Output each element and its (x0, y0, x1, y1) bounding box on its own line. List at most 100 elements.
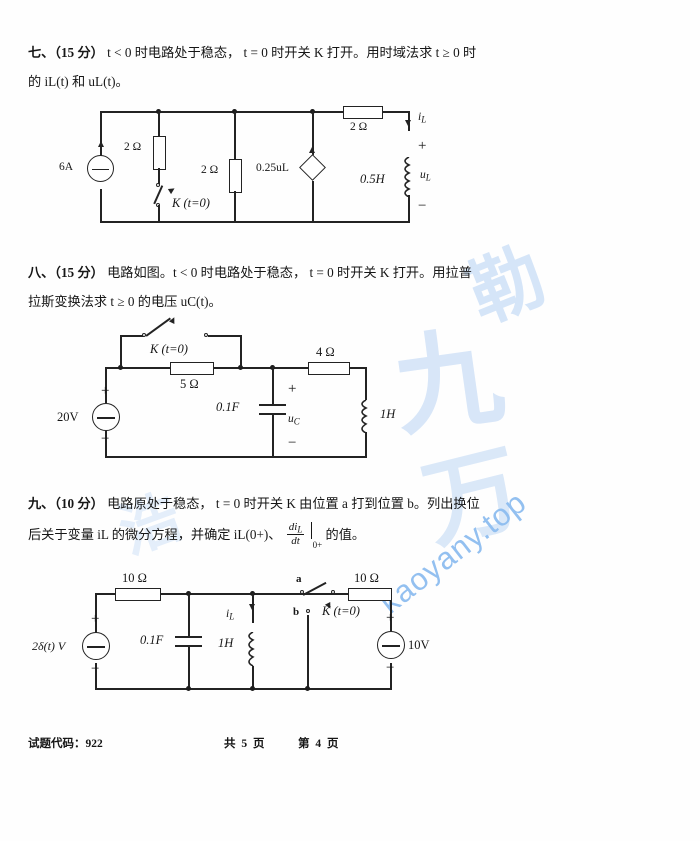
label-resistor-10ohm-left: 10 Ω (122, 571, 147, 585)
circuit-diagram-2: + − 20V 5 Ω K (t=0) (57, 310, 460, 460)
question-9-line-2a: 后关于变量 iL 的微分方程，并确定 iL(0+)、 (28, 527, 282, 542)
circuit-diagram-1: 6A 2 Ω K (t=0) 2 Ω (59, 95, 480, 225)
wire-top (100, 111, 410, 113)
wire-r1-top (158, 111, 160, 136)
resistor-2ohm-left (152, 136, 166, 170)
wire-src-top (100, 111, 102, 163)
question-8-text: 八、（15 分） 电路如图。t < 0 时电路处于稳态， t = 0 时开关 K… (28, 258, 668, 316)
label-inductor-0-5h: 0.5H (360, 172, 385, 186)
polarity-plus-3r: + (386, 610, 395, 626)
node-cap-bottom-3 (186, 686, 191, 691)
node-ind-bottom-3 (250, 686, 255, 691)
wire-from-switch-common (334, 592, 348, 595)
polarity-minus-1: − (418, 198, 427, 214)
capacitor-plate-top (259, 404, 286, 406)
inductor-0-5h (401, 156, 417, 202)
wire-switch-left-run (120, 335, 144, 337)
wire-ind-bottom-3 (252, 666, 254, 689)
polarity-minus-2: − (101, 431, 110, 447)
resistor-10ohm-right (348, 587, 392, 601)
wire-right-bottom-3 (390, 663, 392, 690)
label-switch-k-2: K (t=0) (150, 342, 188, 356)
label-voltage-ul: uL (420, 169, 431, 183)
question-8-line-2: 拉斯变换法求 t ≥ 0 的电压 uC(t)。 (28, 294, 222, 309)
derivative-fraction: diL dt (286, 520, 305, 548)
switch-terminal-b (306, 609, 311, 614)
wire-switch-bottom (158, 205, 160, 222)
polarity-plus-uc: + (288, 381, 297, 397)
label-current-il: iL (418, 111, 427, 125)
exam-code: 试题代码：922 (28, 738, 103, 750)
label-source-impulse: 2δ(t) V (32, 639, 66, 653)
capacitor-plate-bottom (259, 413, 286, 415)
polarity-plus-2: + (101, 383, 110, 399)
polarity-minus-3l: − (91, 661, 100, 677)
label-resistor-2ohm-mid: 2 Ω (201, 164, 219, 176)
label-inductor-1h-2: 1H (380, 407, 396, 421)
current-page: 第 4 页 (298, 738, 340, 750)
switch-blade (153, 185, 163, 205)
label-capacitor-0-1f-3: 0.1F (140, 633, 164, 647)
label-resistor-10ohm-right: 10 Ω (354, 571, 379, 585)
resistor-4ohm (308, 361, 350, 375)
dependent-current-source (299, 154, 326, 181)
node-switch-b-bottom (305, 686, 310, 691)
wire-r2-bottom (234, 191, 236, 222)
wire-src-bottom-2 (105, 431, 107, 458)
question-9-line-1: 电路原处于稳态， t = 0 时开关 K 由位置 a 打到位置 b。列出换位 (107, 496, 480, 511)
current-source-arrow-icon (97, 141, 104, 147)
wire-switch-left-riser (120, 335, 122, 367)
voltage-source-impulse (82, 632, 110, 660)
wire-top-rail (105, 367, 367, 369)
wire-top-rail-3 (95, 593, 392, 595)
switch-arrow-icon (167, 185, 177, 195)
question-9-heading: 九、（10 分） (28, 496, 104, 511)
circuit-diagram-3: + − 2δ(t) V 10 Ω 0.1F iL (32, 570, 480, 720)
question-9-text: 九、（10 分） 电路原处于稳态， t = 0 时开关 K 由位置 a 打到位置… (28, 489, 668, 552)
current-source-6a (87, 155, 114, 182)
label-voltage-uc: uC (288, 413, 300, 427)
wire-left-top-3 (95, 593, 97, 633)
wire-cap-top-3 (188, 593, 190, 636)
capacitor-plate-bottom-3 (175, 645, 202, 647)
question-9-line-2b: 的值。 (325, 527, 366, 542)
node-right-of-r5 (238, 365, 243, 370)
resistor-5ohm (170, 361, 214, 375)
wire-right-top-3 (390, 593, 392, 631)
wire-src-bottom (100, 189, 102, 223)
wire-src-top-2 (105, 367, 107, 403)
label-resistor-2ohm-left: 2 Ω (124, 141, 142, 153)
total-pages: 共 5 页 (224, 738, 266, 750)
polarity-plus-3l: + (91, 611, 100, 627)
wire-cap-bottom-3 (188, 646, 190, 689)
current-arrow-il-icon-3 (248, 604, 255, 610)
label-source-6a: 6A (59, 161, 74, 173)
question-7-heading: 七、（15 分） (28, 45, 104, 60)
resistor-10ohm-left (115, 587, 161, 601)
switch-blade-2 (145, 317, 171, 337)
question-7-line-1: t < 0 时电路处于稳态， t = 0 时开关 K 打开。用时域法求 t ≥ … (107, 45, 477, 60)
switch-terminal-common (331, 590, 336, 595)
switch-terminal-right-2 (204, 332, 209, 337)
label-resistor-2ohm-top-right: 2 Ω (350, 121, 368, 133)
polarity-minus-uc: − (288, 435, 297, 451)
dependent-source-arrow-icon (309, 147, 315, 153)
label-resistor-4ohm: 4 Ω (316, 345, 335, 359)
label-switch-pos-a: a (296, 573, 302, 585)
label-dependent-source: 0.25uL (256, 162, 289, 174)
inductor-1h-3 (245, 631, 261, 671)
label-resistor-5ohm: 5 Ω (180, 377, 199, 391)
label-switch-k-1: K (t=0) (172, 196, 210, 210)
wire-bottom-rail (105, 456, 367, 458)
label-inductor-1h-3: 1H (218, 636, 234, 650)
label-source-20v: 20V (57, 410, 79, 424)
inductor-1h-2 (358, 399, 374, 438)
question-7-text: 七、（15 分） t < 0 时电路处于稳态， t = 0 时开关 K 打开。用… (28, 38, 668, 96)
voltage-source-10v (377, 631, 405, 659)
node-left-2 (118, 365, 123, 370)
wire-right-bottom-2 (365, 432, 367, 457)
wire-cap-top (272, 367, 274, 404)
label-source-10v: 10V (408, 638, 430, 652)
wire-r1-bottom (158, 168, 160, 186)
resistor-2ohm-mid (228, 159, 242, 193)
